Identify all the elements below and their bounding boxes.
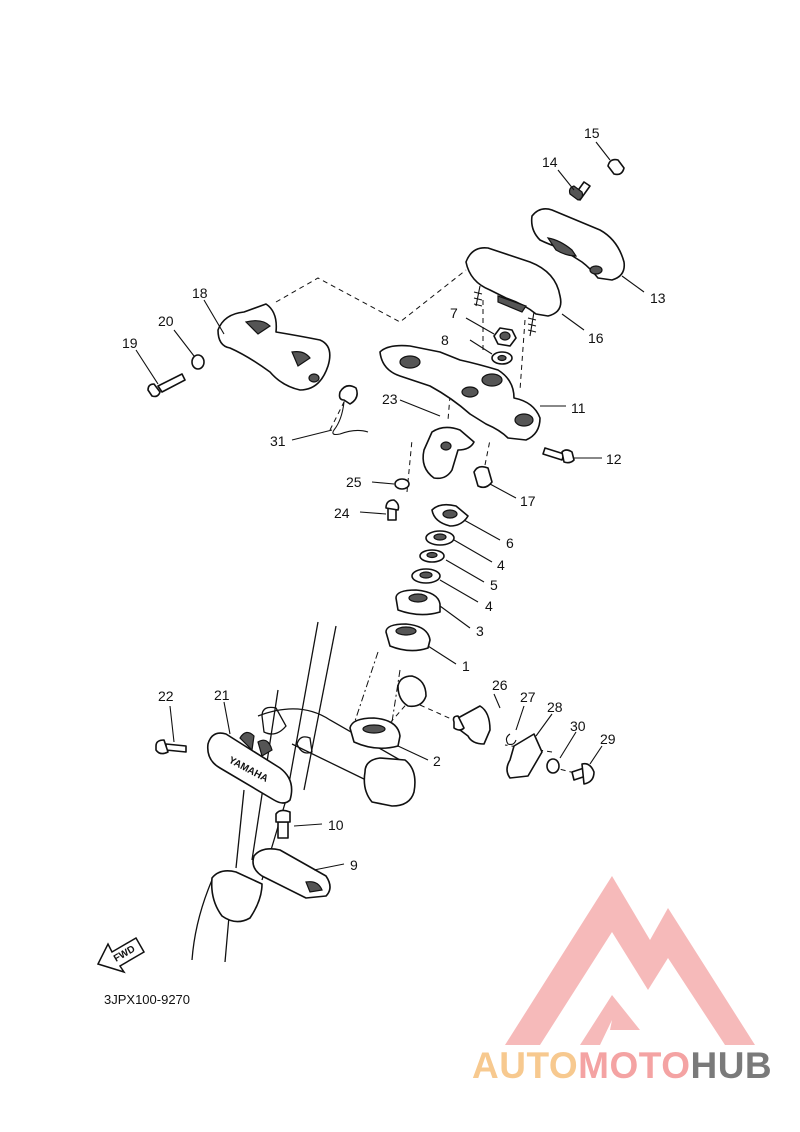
part-4-ring-nut-upper (425, 530, 455, 546)
part-24-bolt (385, 499, 400, 521)
part-16-lower-holder (465, 246, 562, 337)
fwd-arrow-icon: FWD (96, 936, 146, 974)
callout-12: 12 (606, 451, 622, 467)
callout-28: 28 (547, 699, 563, 715)
part-18-bracket (217, 303, 331, 391)
part-11-crown (379, 344, 541, 441)
part-19-bolt (147, 373, 186, 398)
callout-4a: 4 (497, 557, 505, 573)
part-23-bracket (422, 426, 475, 480)
part-21-holder: YAMAHA (206, 731, 293, 804)
callout-22: 22 (158, 688, 174, 704)
part-7-nut (493, 327, 517, 347)
callout-9: 9 (350, 857, 358, 873)
callout-19: 19 (122, 335, 138, 351)
part-29-screw (571, 762, 595, 785)
frame-outline (191, 621, 416, 963)
callout-29: 29 (600, 731, 616, 747)
leader-lines (135, 141, 645, 871)
callout-16: 16 (588, 330, 604, 346)
callout-24: 24 (334, 505, 350, 521)
callout-15: 15 (584, 125, 600, 141)
callout-21: 21 (214, 687, 230, 703)
watermark-brand-part2: MOTO (578, 1045, 691, 1086)
part-25-nut (394, 478, 410, 490)
part-28-plate (506, 733, 543, 779)
callout-1: 1 (462, 658, 470, 674)
callout-8: 8 (441, 332, 449, 348)
watermark-brand: AUTOMOTOHUB (472, 1045, 772, 1087)
part-4-ring-nut-lower (411, 568, 441, 584)
callout-23: 23 (382, 391, 398, 407)
callout-7: 7 (450, 305, 458, 321)
part-20-washer (191, 354, 205, 370)
part-15-cap (607, 158, 625, 176)
callout-27: 27 (520, 689, 536, 705)
callout-2: 2 (433, 753, 441, 769)
callout-31: 31 (270, 433, 286, 449)
part-2-bearing (349, 717, 401, 750)
part-8-washer (491, 351, 513, 365)
callout-14: 14 (542, 154, 558, 170)
callout-26: 26 (492, 677, 508, 693)
part-12-bolt (542, 447, 575, 464)
part-30-washer (546, 758, 560, 774)
part-10-bolt (275, 809, 291, 839)
callout-5: 5 (490, 577, 498, 593)
callout-labels: 15 14 13 16 7 8 11 12 17 23 25 24 6 4 5 … (122, 125, 666, 873)
watermark-brand-part3: HUB (690, 1045, 773, 1086)
callout-4b: 4 (485, 598, 493, 614)
callout-11: 11 (571, 400, 586, 416)
callout-13: 13 (650, 290, 666, 306)
part-26-bushing (397, 675, 427, 708)
part-14-bolt (568, 181, 591, 201)
part-31-clamp (332, 384, 369, 436)
watermark-logo (505, 876, 755, 1045)
part-26-stem-part (452, 705, 491, 745)
callout-30: 30 (570, 718, 586, 734)
watermark-brand-part1: AUTO (472, 1045, 579, 1086)
part-13-upper-holder (530, 208, 626, 281)
callout-17: 17 (520, 493, 536, 509)
part-9-bracket (252, 848, 331, 899)
callout-6: 6 (506, 535, 514, 551)
callout-25: 25 (346, 474, 362, 490)
part-6-lock-washer (431, 503, 469, 527)
part-17-collar (473, 465, 493, 489)
diagram-code: 3JPX100-9270 (104, 992, 190, 1007)
callout-20: 20 (158, 313, 174, 329)
part-1-bearing (385, 623, 431, 652)
callout-10: 10 (328, 817, 344, 833)
part-5-washer (419, 549, 445, 563)
part-22-bolt (155, 739, 187, 755)
part-27-clip (505, 733, 517, 746)
part-3-cover (395, 589, 441, 616)
callout-3: 3 (476, 623, 484, 639)
callout-18: 18 (192, 285, 208, 301)
